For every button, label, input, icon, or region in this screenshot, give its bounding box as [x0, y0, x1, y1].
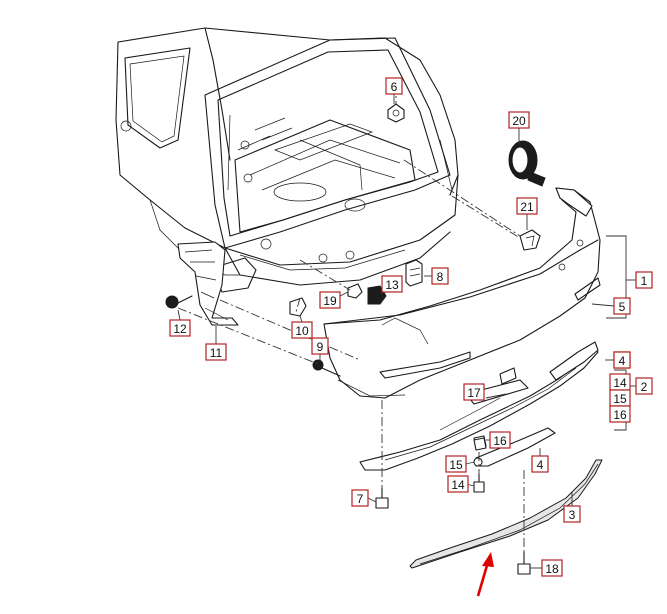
- svg-text:14: 14: [451, 478, 465, 492]
- svg-text:9: 9: [317, 340, 324, 354]
- svg-text:15: 15: [613, 392, 627, 406]
- callout-5: 5: [613, 297, 631, 315]
- svg-text:21: 21: [520, 200, 534, 214]
- svg-text:2: 2: [641, 380, 648, 394]
- svg-text:16: 16: [613, 408, 627, 422]
- callout-4-bracket: 4: [613, 351, 631, 369]
- callout-18: 18: [541, 559, 563, 577]
- red-arrow-icon: [476, 552, 494, 597]
- callout-4-lower: 4: [531, 455, 549, 473]
- svg-text:10: 10: [295, 324, 309, 338]
- lower-spoiler-3: [409, 459, 603, 569]
- fasteners: [165, 103, 546, 575]
- svg-text:6: 6: [391, 80, 398, 94]
- leader-lines: [177, 94, 636, 569]
- callout-14-bracket: 14: [609, 373, 631, 391]
- callout-14-lower: 14: [447, 475, 469, 493]
- callout-12: 12: [169, 319, 191, 337]
- bumper-cover: [323, 187, 601, 399]
- svg-text:5: 5: [619, 300, 626, 314]
- lower-guides: [359, 341, 599, 471]
- callout-2: 2: [635, 377, 653, 395]
- svg-text:11: 11: [210, 346, 223, 360]
- callout-16-lower: 16: [489, 431, 511, 449]
- svg-text:18: 18: [545, 562, 559, 576]
- callout-19: 19: [319, 291, 341, 309]
- side-bracket-11: [177, 241, 239, 326]
- callouts: 1 2 3 4 4 4 5 6: [169, 77, 653, 577]
- svg-text:12: 12: [173, 322, 187, 336]
- svg-text:8: 8: [437, 270, 444, 284]
- callout-9: 9: [311, 337, 329, 355]
- callout-20: 20: [508, 111, 530, 129]
- svg-text:4: 4: [619, 354, 626, 368]
- callout-3: 3: [563, 505, 581, 523]
- callout-21: 21: [516, 197, 538, 215]
- svg-text:15: 15: [449, 458, 463, 472]
- svg-text:7: 7: [357, 492, 364, 506]
- callout-8: 8: [431, 267, 449, 285]
- callout-15-lower: 15: [445, 455, 467, 473]
- svg-text:17: 17: [467, 386, 481, 400]
- svg-text:4: 4: [537, 458, 544, 472]
- callout-10: 10: [291, 321, 313, 339]
- callout-16-bracket: 16: [609, 405, 631, 423]
- callout-13: 13: [381, 275, 403, 293]
- svg-text:1: 1: [641, 274, 648, 288]
- callout-15-bracket: 15: [609, 389, 631, 407]
- svg-text:3: 3: [569, 508, 576, 522]
- callout-6: 6: [385, 77, 403, 95]
- svg-text:13: 13: [385, 278, 399, 292]
- callout-17: 17: [463, 383, 485, 401]
- callout-1: 1: [635, 271, 653, 289]
- svg-text:20: 20: [512, 114, 526, 128]
- svg-text:19: 19: [323, 294, 337, 308]
- svg-text:16: 16: [493, 434, 507, 448]
- callout-7: 7: [351, 489, 369, 507]
- svg-text:14: 14: [613, 376, 627, 390]
- callout-11: 11: [205, 343, 227, 361]
- car-body: [115, 27, 459, 293]
